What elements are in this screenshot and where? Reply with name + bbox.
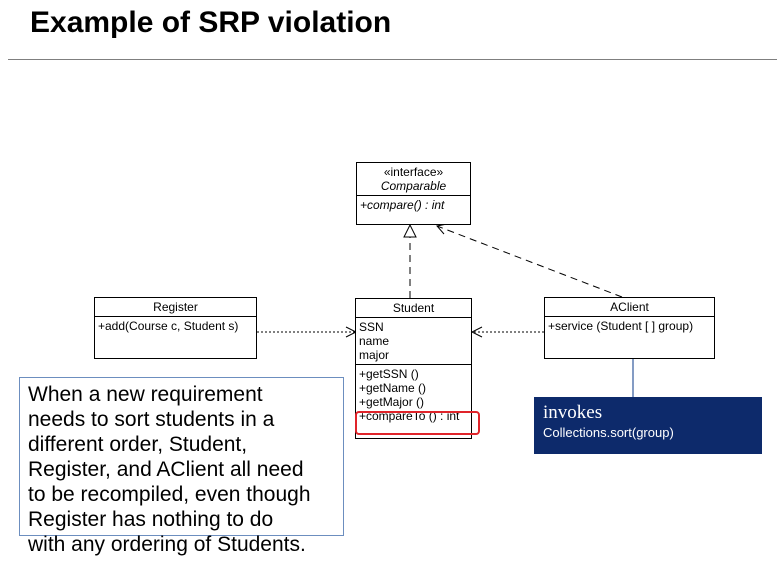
realization-arrowhead [403, 223, 417, 238]
student-method: +getMajor () [359, 395, 425, 409]
aclient-student-arrowhead [470, 326, 483, 338]
aclient-class-box: AClient +service (Student [ ] group) [544, 297, 715, 359]
comparable-name: Comparable [380, 179, 447, 193]
student-attribute: SSN [359, 320, 384, 334]
note-line: When a new requirement [28, 383, 263, 406]
comparable-interface-box: «interface» Comparable +compare() : int [356, 162, 471, 225]
aclient-method: +service (Student [ ] group) [548, 319, 694, 333]
aclient-to-comparable-dependency [436, 225, 623, 298]
explanation-note: When a new requirement needs to sort stu… [19, 377, 344, 556]
student-method: +getName () [359, 381, 427, 395]
note-line: to be recompiled, even though [28, 483, 311, 506]
compareto-highlight [355, 411, 480, 435]
student-attribute: name [359, 334, 390, 348]
aclient-comparable-arrowhead [436, 223, 448, 235]
note-line: needs to sort students in a [28, 408, 275, 431]
register-name: Register [153, 300, 198, 314]
note-line: Register has nothing to do [28, 508, 274, 531]
register-class-box: Register +add(Course c, Student s) [94, 297, 257, 359]
slide-title: Example of SRP violation [30, 6, 392, 39]
student-attribute: major [359, 348, 390, 362]
note-line: with any ordering of Students. [28, 533, 306, 556]
student-name: Student [392, 301, 435, 315]
student-method: +getSSN () [359, 367, 419, 381]
invokes-callout: invokes Collections.sort(group) [534, 397, 762, 454]
register-method: +add(Course c, Student s) [98, 319, 239, 333]
comparable-method: +compare() : int [360, 198, 445, 212]
invokes-call: Collections.sort(group) [543, 425, 674, 440]
note-line: Register, and AClient all need [28, 458, 304, 481]
comparable-stereotype: «interface» [383, 165, 444, 179]
title-divider [8, 59, 777, 60]
aclient-name: AClient [610, 300, 649, 314]
note-line: different order, Student, [28, 433, 248, 456]
invokes-keyword: invokes [543, 402, 603, 423]
